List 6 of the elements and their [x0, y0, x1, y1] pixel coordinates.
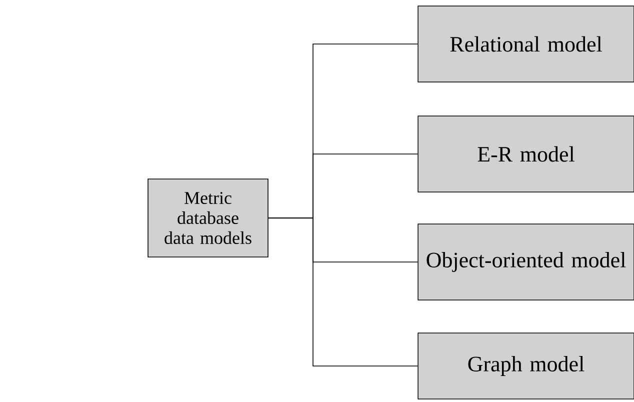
model-box: Graph model [418, 332, 634, 400]
model-box: E-R model [418, 116, 634, 192]
model-box: Metric database data models [148, 178, 268, 258]
model-box: Relational model [418, 6, 634, 82]
connector-line [268, 218, 418, 366]
model-box: Object-oriented model [418, 224, 634, 300]
